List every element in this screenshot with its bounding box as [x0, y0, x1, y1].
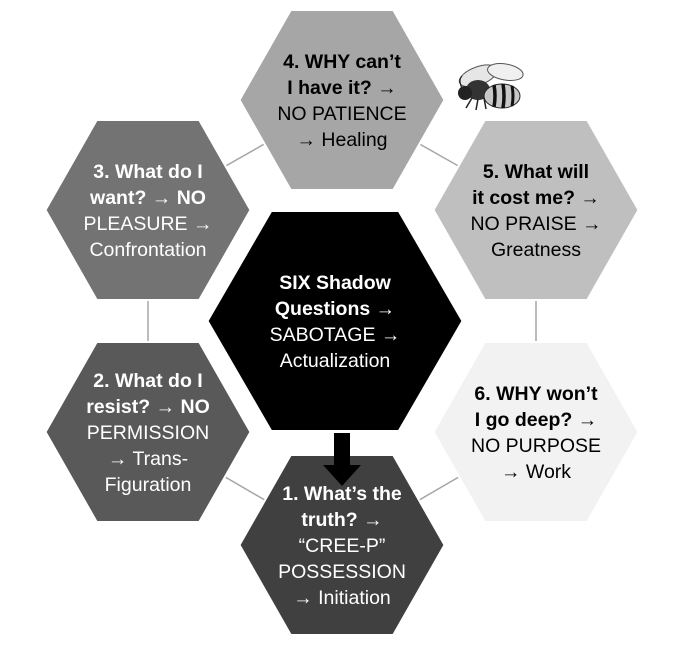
hexagon-text-line: Actualization	[280, 350, 391, 372]
hexagon-text-line: → Work	[501, 461, 571, 483]
hexagon-text-line: → Trans-	[108, 448, 188, 470]
hexagon-text-line: 5. What will	[483, 161, 589, 183]
hexagon-shape	[238, 9, 446, 191]
hexagon-shape	[44, 119, 252, 301]
hexagon-text-line: I have it? →	[287, 77, 396, 99]
hexagon-question-1: 1. What’s the truth? → “CREE-P” POSSESSION →…	[238, 454, 446, 636]
hexagon-text-line: truth? →	[301, 509, 382, 531]
down-arrow-icon	[323, 433, 361, 486]
hexagon-text-line: NO PATIENCE	[277, 103, 406, 125]
hexagon-text-line: SABOTAGE →	[270, 324, 401, 346]
bee-icon	[458, 63, 524, 111]
hexagon-text-line: NO PRAISE →	[470, 213, 601, 235]
hexagon-text-line: 4. WHY can’t	[283, 51, 401, 73]
hexagon-text-line: NO PURPOSE	[471, 435, 601, 457]
hexagon-shape	[44, 341, 252, 523]
hexagon-text-line: SIX Shadow	[279, 272, 391, 294]
hexagon-question-6: 6. WHY won’t I go deep? → NO PURPOSE → Work	[432, 341, 640, 523]
hexagon-question-4: 4. WHY can’t I have it? → NO PATIENCE → Hea…	[238, 9, 446, 191]
hexagon-text-line: 3. What do I	[93, 161, 202, 183]
hexagon-text-line: 6. WHY won’t	[474, 383, 598, 405]
hexagon-text-line: “CREE-P”	[299, 535, 386, 557]
hexagon-shape	[432, 119, 640, 301]
hexagon-question-2: 2. What do I resist? → NO PERMISSION → Tran…	[44, 341, 252, 523]
hexagon-shape	[432, 341, 640, 523]
hexagon-question-5: 5. What will it cost me? → NO PRAISE → Grea…	[432, 119, 640, 301]
hexagon-text-line: PLEASURE →	[84, 213, 213, 235]
hexagon-text-line: I go deep? →	[475, 409, 597, 431]
hexagon-text-line: resist? → NO	[86, 396, 210, 418]
hexagon-text-line: Questions →	[275, 298, 395, 320]
hexagon-text-line: → Healing	[296, 129, 387, 151]
hexagon-text-line: it cost me? →	[472, 187, 600, 209]
hexagon-question-3: 3. What do I want? → NO PLEASURE → Confront…	[44, 119, 252, 301]
hexagon-text-line: Confrontation	[89, 239, 206, 261]
hexagon-text-line: Figuration	[105, 474, 192, 496]
hexagon-shape	[206, 210, 464, 432]
hexagon-text-line: Greatness	[491, 239, 581, 261]
hexagon-text-line: 1. What’s the	[282, 483, 402, 505]
hexagon-text-line: → Initiation	[293, 587, 391, 609]
hexagon-text-line: POSSESSION	[278, 561, 406, 583]
hexagon-text-line: 2. What do I	[93, 370, 202, 392]
hexagon-text-line: PERMISSION	[87, 422, 209, 444]
hexagon-text-line: want? → NO	[89, 187, 206, 209]
hexagon-shape	[238, 454, 446, 636]
